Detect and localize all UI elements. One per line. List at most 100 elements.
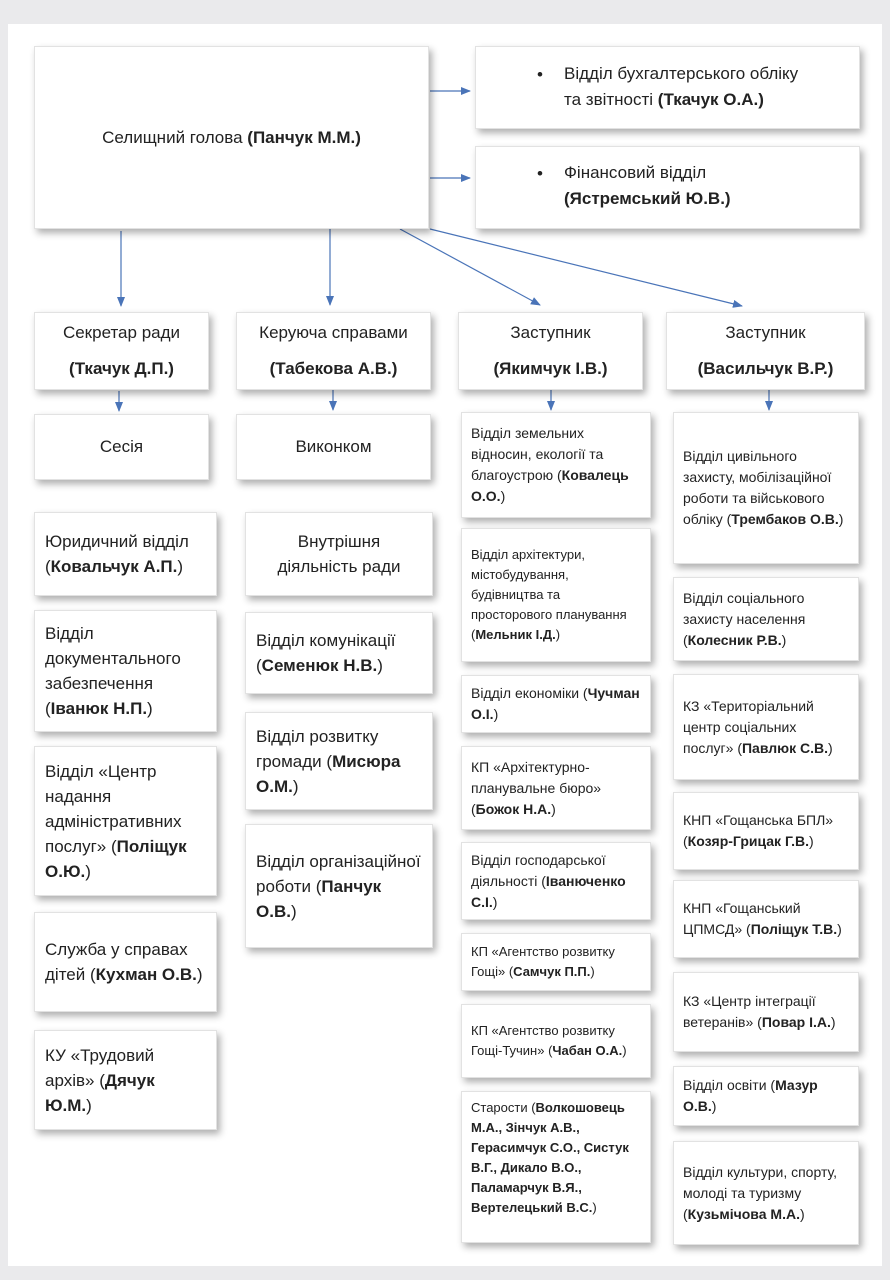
unit-label: Відділ цивільного захисту, мобілізаційно… (683, 448, 832, 527)
community-development-box: Відділ розвитку громади (Мисюра О.М.) (245, 712, 433, 810)
person-name: Іванюченко С.І. (471, 872, 626, 910)
unit-label: Відділ організаційної роботи ( (256, 851, 421, 896)
unit-label: ) (551, 800, 556, 817)
goshcha-primary-care-box: КНП «Гощанський ЦПМСД» (Поліщук Т.В.) (673, 880, 859, 958)
bullet-icon: • (537, 65, 543, 84)
unit-label: ) (837, 921, 842, 937)
unit-label: Секретар ради (62, 323, 181, 342)
person-name: Чабан О.А. (552, 1043, 623, 1058)
person-name: Мазур О.В. (683, 1077, 818, 1114)
unit-label: ) (622, 1043, 627, 1058)
legal-department-box: Юридичний відділ (Ковальчук А.П.) (34, 512, 217, 596)
admin-services-center-box: Відділ «Центр надання адміністративних п… (34, 746, 217, 896)
secretary-box: Секретар ради (Ткачук Д.П.) (34, 312, 209, 390)
unit-label: Внутрішня діяльність ради (277, 532, 401, 576)
goshcha-development-agency-box: КП «Агентство розвитку Гощі» (Самчук П.П… (461, 933, 651, 991)
unit-label: Відділ комунікації ( (256, 631, 396, 675)
economics-department-box: Відділ економіки (Чучман О.І.) (461, 675, 651, 733)
executive-committee-box: Виконком (236, 414, 431, 480)
unit-label: ) (799, 1205, 805, 1222)
unit-label: ) (86, 1095, 92, 1115)
person-name: Панчук О.В. (256, 876, 382, 921)
unit-label: ) (711, 1098, 717, 1114)
unit-label: ) (590, 964, 595, 979)
village-head-name: (Панчук М.М.) (247, 127, 361, 147)
person-name: Кузьмічова М.А. (687, 1205, 800, 1222)
unit-label: Відділ економіки ( (471, 685, 588, 701)
person-name: Дячук Ю.М. (45, 1070, 155, 1115)
unit-label: Відділ земельних відносин, екології та б… (471, 425, 604, 483)
person-name: (Ткачук О.А.) (657, 90, 764, 109)
person-name: Колесник Р.В. (687, 631, 782, 648)
unit-label: Відділ соціального захисту населення ( (683, 589, 806, 648)
person-name: Мельник І.Д. (475, 627, 556, 642)
person-name: (Табекова А.В.) (269, 359, 398, 378)
unit-label: Відділ архітектури, містобудування, буді… (471, 547, 627, 642)
person-name: Іванюк Н.П. (50, 699, 148, 718)
unit-label: ) (177, 557, 184, 576)
children-service-box: Служба у справах дітей (Кухман О.В.) (34, 912, 217, 1012)
unit-label: Юридичний відділ ( (45, 532, 189, 576)
unit-label: ) (493, 706, 499, 722)
person-name: Ковальчук А.П. (50, 557, 178, 576)
goshcha-hospital-box: КНП «Гощанська БПЛ» (Козяр-Грицак Г.В.) (673, 792, 859, 870)
deputy-2-box: Заступник (Васильчук В.Р.) (666, 312, 865, 390)
territorial-social-center-box: КЗ «Територіальний центр соціальних посл… (673, 674, 859, 780)
unit-label: ) (555, 627, 561, 642)
organizational-work-box: Відділ організаційної роботи (Панчук О.В… (245, 824, 433, 948)
person-name: Волкошовець М.А., Зінчук А.В., Герасимчу… (471, 1100, 629, 1215)
unit-label: ) (147, 699, 153, 718)
economic-activity-department-box: Відділ господарської діяльності (Іванюче… (461, 842, 651, 920)
unit-label: КП «Архітектурно-планувальне бюро» ( (471, 758, 602, 817)
village-head-title: Селищний голова (102, 127, 248, 147)
person-name: Чучман О.І. (471, 685, 640, 722)
person-name: Повар І.А. (761, 1014, 831, 1030)
communications-department-box: Відділ комунікації (Семенюк Н.В.) (245, 612, 433, 694)
architecture-bureau-box: КП «Архітектурно-планувальне бюро» (Божо… (461, 746, 651, 830)
person-name: Ковалець О.О. (471, 467, 629, 504)
person-name: Божок Н.А. (475, 800, 552, 817)
unit-label: КУ «Трудовий архів» ( (45, 1045, 155, 1090)
unit-label: КНП «Гощанський ЦПМСД» ( (683, 900, 801, 937)
unit-label: ) (290, 901, 297, 921)
village-head-box: Селищний голова (Панчук М.М.) (34, 46, 429, 229)
culture-sports-department-box: Відділ культури, спорту, молоді та туриз… (673, 1141, 859, 1245)
person-name: Мисюра О.М. (256, 751, 401, 796)
education-department-box: Відділ освіти (Мазур О.В.) (673, 1066, 859, 1126)
unit-label: КЗ «Центр інтеграції ветеранів» ( (683, 993, 816, 1030)
deputy-1-box: Заступник (Якимчук І.В.) (458, 312, 643, 390)
unit-label: ) (500, 488, 506, 504)
person-name: (Ткачук Д.П.) (69, 359, 174, 378)
unit-label: Відділ розвитку громади ( (256, 726, 379, 771)
internal-activity-box: Внутрішня діяльність ради (245, 512, 433, 596)
unit-label: КП «Агентство розвитку Гощі» ( (471, 944, 615, 979)
manager-box: Керуюча справами (Табекова А.В.) (236, 312, 431, 390)
social-protection-department-box: Відділ соціального захисту населення (Ко… (673, 577, 859, 661)
person-name: Козяр-Грицак Г.В. (687, 833, 810, 849)
unit-label: Заступник (725, 323, 806, 342)
unit-label: ) (838, 511, 844, 527)
unit-label: Заступник (510, 323, 591, 342)
unit-label: Відділ «Центр надання адміністративних п… (45, 761, 182, 856)
unit-label: Старости ( (471, 1100, 536, 1115)
unit-label: ) (85, 861, 91, 881)
person-name: Трембаков О.В. (731, 511, 839, 527)
unit-label: Служба у справах дітей ( (45, 940, 188, 984)
person-name: Самчук П.П. (513, 964, 591, 979)
unit-label: та звітності (564, 90, 658, 109)
goshcha-tuchyn-agency-box: КП «Агентство розвитку Гощі-Тучин» (Чаба… (461, 1004, 651, 1078)
documentation-department-box: Відділ документального забезпечення (Іва… (34, 610, 217, 732)
person-name: Семенюк Н.В. (261, 656, 378, 675)
unit-label: ) (196, 965, 203, 984)
unit-label: Сесія (99, 437, 144, 456)
unit-label: ) (830, 1014, 836, 1030)
unit-label: ) (377, 656, 383, 675)
finance-department-box: • Фінансовий відділ(Ястремський Ю.В.) (475, 146, 860, 229)
unit-label: КП «Агентство розвитку Гощі-Тучин» ( (471, 1023, 615, 1058)
person-name: Поліщук О.Ю. (45, 836, 187, 881)
unit-label: Виконком (295, 437, 372, 456)
civil-protection-department-box: Відділ цивільного захисту, мобілізаційно… (673, 412, 859, 564)
unit-label: ) (592, 1200, 597, 1215)
person-name: Кухман О.В. (95, 965, 197, 984)
